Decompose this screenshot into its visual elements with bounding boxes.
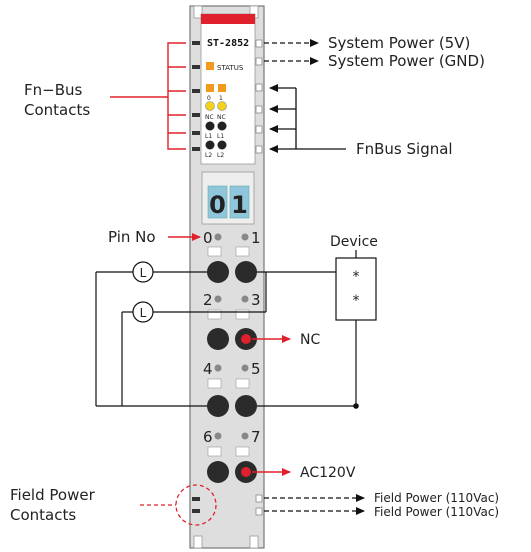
field-power-label-2: Field Power (110Vac) xyxy=(374,505,499,519)
fnbus-contacts-label-1: Fn−Bus xyxy=(24,81,83,99)
ac120v-label: AC120V xyxy=(300,465,356,481)
fnbus-contact-pins xyxy=(192,41,200,151)
nc-label-1: NC xyxy=(217,114,226,121)
load-1: L xyxy=(132,261,154,283)
digit-1: 1 xyxy=(231,191,248,219)
nc-led-1 xyxy=(217,101,227,111)
fnbus-contacts-label-2: Contacts xyxy=(24,101,90,119)
model-number: ST-2852 xyxy=(207,38,249,49)
field-wiring xyxy=(95,271,357,407)
pin-label-4: 4 xyxy=(203,360,213,378)
field-power-contacts-label-1: Field Power xyxy=(10,486,96,504)
led-label-1: 1 xyxy=(219,95,223,102)
l2-led-0 xyxy=(205,140,215,150)
field-power-contacts-label-2: Contacts xyxy=(10,506,76,524)
status-led xyxy=(206,62,214,70)
l2-label-1: L2 xyxy=(217,152,224,159)
device-mark-1: * xyxy=(353,269,360,285)
fnbus-signal-label: FnBus Signal xyxy=(356,140,453,158)
terminal-1 xyxy=(235,261,257,283)
l2-label-0: L2 xyxy=(205,152,212,159)
label-panel xyxy=(200,13,256,165)
digit-box-0 xyxy=(207,185,228,219)
pin-label-3: 3 xyxy=(251,291,261,309)
right-contact-notches xyxy=(255,39,263,154)
pin-label-6: 6 xyxy=(203,428,213,446)
pin-label-0: 0 xyxy=(203,229,213,247)
field-power-label-1: Field Power (110Vac) xyxy=(374,491,499,505)
channel-led-0 xyxy=(206,84,214,92)
terminal-6 xyxy=(207,461,229,483)
device-box xyxy=(335,257,377,321)
fnbus-contacts-bracket xyxy=(110,42,186,150)
load-2-symbol: L xyxy=(140,306,147,320)
load-2: L xyxy=(132,301,154,323)
l2-led-1 xyxy=(217,140,227,150)
red-top-strip xyxy=(201,14,255,24)
pin-label-1: 1 xyxy=(251,229,261,247)
fnbus-signal-lines xyxy=(269,84,346,153)
l1-led-1 xyxy=(217,121,227,131)
digit-0: 0 xyxy=(209,191,226,219)
system-power-gnd-label: System Power (GND) xyxy=(328,52,485,70)
l1-label-0: L1 xyxy=(205,133,212,140)
pin-label-2: 2 xyxy=(203,291,213,309)
junction-dot xyxy=(353,403,359,409)
terminal-2 xyxy=(207,328,229,350)
terminal-4 xyxy=(207,395,229,417)
field-power-contacts-circle xyxy=(175,484,217,526)
terminal-3-nc-marker xyxy=(241,334,251,344)
pin-label-5: 5 xyxy=(251,360,261,378)
field-power-pin-2 xyxy=(192,509,200,513)
terminal-5 xyxy=(235,395,257,417)
digit-box-1 xyxy=(229,185,250,219)
pin-no-label: Pin No xyxy=(108,228,156,246)
device-mark-2: * xyxy=(353,293,360,309)
l1-led-0 xyxy=(205,121,215,131)
nc-led-0 xyxy=(205,101,215,111)
io-module: ST-2852 STATUS 0 1 NC NC L1 L1 L2 L2 xyxy=(189,5,265,549)
led-label-0: 0 xyxy=(207,95,211,102)
status-label: STATUS xyxy=(217,64,244,72)
l1-label-1: L1 xyxy=(217,133,224,140)
terminal-0 xyxy=(207,261,229,283)
field-power-pin-1 xyxy=(192,497,200,501)
terminal-block: 0 1 2 3 4 5 xyxy=(203,229,261,483)
nc-label: NC xyxy=(300,332,320,348)
system-power-5v-label: System Power (5V) xyxy=(328,34,470,52)
nc-label-0: NC xyxy=(205,114,214,121)
device-label: Device xyxy=(330,234,378,250)
pin-label-7: 7 xyxy=(251,428,261,446)
load-1-symbol: L xyxy=(140,266,147,280)
terminal-7-ac-marker xyxy=(241,467,251,477)
channel-led-1 xyxy=(218,84,226,92)
